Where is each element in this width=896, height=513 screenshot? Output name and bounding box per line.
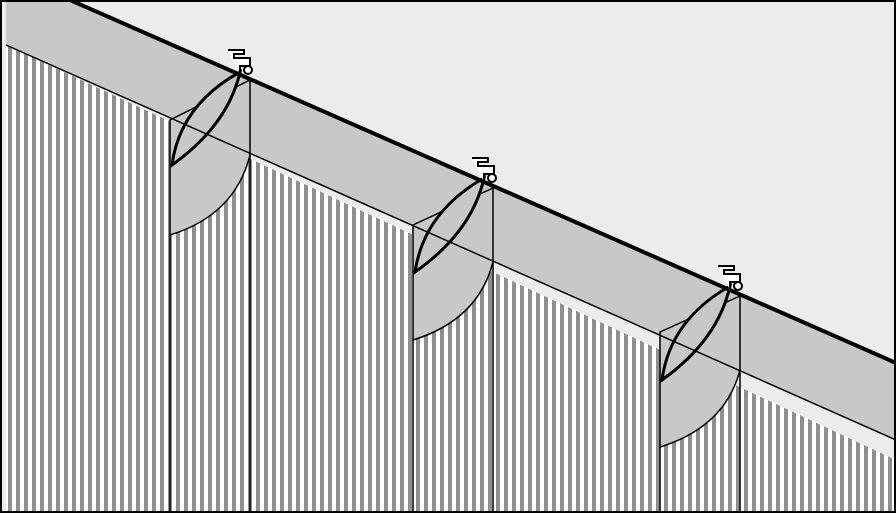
curtain-hook-icon [228,49,253,75]
curtain-hook-icon [718,265,743,291]
band-lower-edge [5,44,896,441]
pleat-1 [169,69,251,513]
curtain-hook-icon [472,157,497,183]
pleat-3 [659,283,741,513]
